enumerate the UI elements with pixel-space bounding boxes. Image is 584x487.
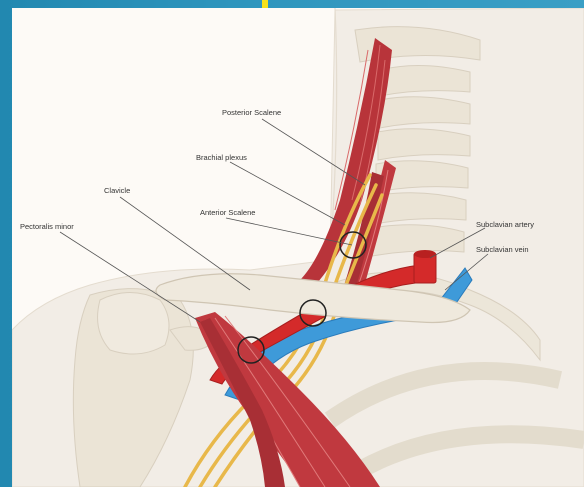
label-subclavian-vein: Subclavian vein — [476, 245, 529, 254]
slide-accent-mark — [262, 0, 268, 8]
label-clavicle: Clavicle — [104, 186, 130, 195]
label-brachial-plexus: Brachial plexus — [196, 153, 247, 162]
label-posterior-scalene: Posterior Scalene — [222, 108, 281, 117]
anatomy-svg: Posterior Scalene Brachial plexus Clavic… — [12, 8, 584, 487]
anatomy-illustration: Posterior Scalene Brachial plexus Clavic… — [12, 8, 584, 487]
label-subclavian-artery: Subclavian artery — [476, 220, 534, 229]
humerus-head — [98, 293, 169, 355]
label-anterior-scalene: Anterior Scalene — [200, 208, 255, 217]
label-pectoralis-minor: Pectoralis minor — [20, 222, 74, 231]
